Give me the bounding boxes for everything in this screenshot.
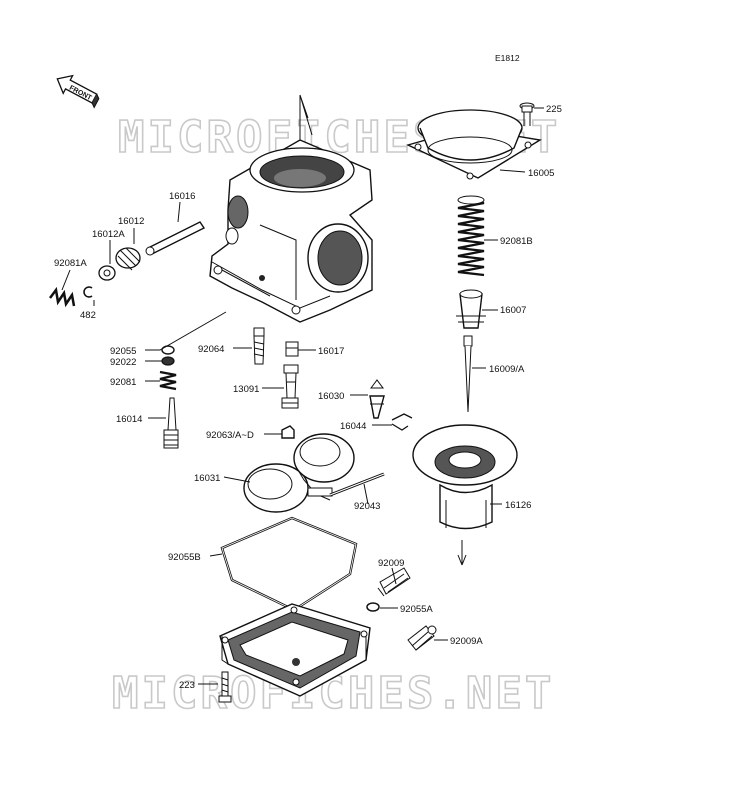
part-label: 16007 bbox=[500, 305, 526, 316]
e-clip-icon bbox=[83, 286, 93, 298]
carburetor-body bbox=[209, 94, 373, 323]
cap-screw-icon bbox=[519, 102, 535, 126]
main-jet-small-icon bbox=[281, 425, 295, 439]
leader-lines bbox=[61, 107, 544, 685]
part-label: 16005 bbox=[528, 168, 554, 179]
part-label: 92064 bbox=[198, 344, 224, 355]
carburetor-top-cap bbox=[406, 109, 542, 180]
part-label: 16012 bbox=[118, 216, 144, 227]
part-label: 92055 bbox=[110, 346, 136, 357]
drain-screw-icon bbox=[377, 567, 411, 597]
oring-icon bbox=[161, 345, 175, 355]
bowl-screw-icon bbox=[218, 671, 232, 703]
part-label: 92081B bbox=[500, 236, 533, 247]
part-label: 16031 bbox=[194, 473, 220, 484]
part-label: 16126 bbox=[505, 500, 531, 511]
part-label: 16016 bbox=[169, 191, 195, 202]
part-label: 92055A bbox=[400, 604, 433, 615]
part-label: 92009 bbox=[378, 558, 404, 569]
float-bowl-gasket-icon bbox=[220, 516, 358, 612]
pilot-screw-icon bbox=[163, 397, 179, 449]
jet-needle-icon bbox=[463, 335, 473, 413]
part-label: 16014 bbox=[116, 414, 142, 425]
bleed-pipe-icon bbox=[285, 341, 299, 357]
float-clip-icon bbox=[391, 413, 413, 431]
front-arrow-icon: FRONT bbox=[56, 74, 100, 109]
needle-holder-icon bbox=[456, 289, 486, 329]
needle-jet-icon bbox=[283, 364, 299, 399]
part-label: 92081A bbox=[54, 258, 87, 269]
part-label: 223 bbox=[179, 680, 195, 691]
piston-spring-icon bbox=[457, 195, 485, 277]
vacuum-piston-icon bbox=[412, 424, 518, 566]
choke-plunger-icon bbox=[145, 221, 206, 256]
plunger-nut-icon bbox=[115, 247, 141, 271]
plunger-spring-icon bbox=[49, 286, 76, 308]
float-icon bbox=[243, 433, 355, 513]
part-label: 92055B bbox=[168, 552, 201, 563]
pilot-screw-spring-icon bbox=[159, 370, 177, 391]
part-label: 16017 bbox=[318, 346, 344, 357]
float-bowl-icon bbox=[219, 603, 371, 697]
part-label: 92063/A~D bbox=[206, 430, 254, 441]
drain-screw-a-icon bbox=[407, 625, 437, 651]
part-label: 92009A bbox=[450, 636, 483, 647]
main-jet-icon bbox=[281, 397, 299, 409]
part-label: 482 bbox=[80, 310, 96, 321]
float-valve-needle-icon bbox=[369, 379, 385, 419]
part-label: 16030 bbox=[318, 391, 344, 402]
part-label: 92022 bbox=[110, 357, 136, 368]
part-label: 16009/A bbox=[489, 364, 525, 375]
diagram-code: E1812 bbox=[495, 53, 520, 63]
part-label: 16044 bbox=[340, 421, 366, 432]
part-label: 16012A bbox=[92, 229, 125, 240]
part-label: 92081 bbox=[110, 377, 136, 388]
part-label: 225 bbox=[546, 104, 562, 115]
part-label: 13091 bbox=[233, 384, 259, 395]
part-label: 92043 bbox=[354, 501, 380, 512]
drain-oring-icon bbox=[366, 602, 380, 612]
plunger-washer-icon bbox=[98, 265, 116, 281]
pilot-jet-icon bbox=[253, 327, 265, 365]
drain-tube-icon bbox=[329, 472, 385, 497]
washer-small-icon bbox=[161, 356, 175, 366]
